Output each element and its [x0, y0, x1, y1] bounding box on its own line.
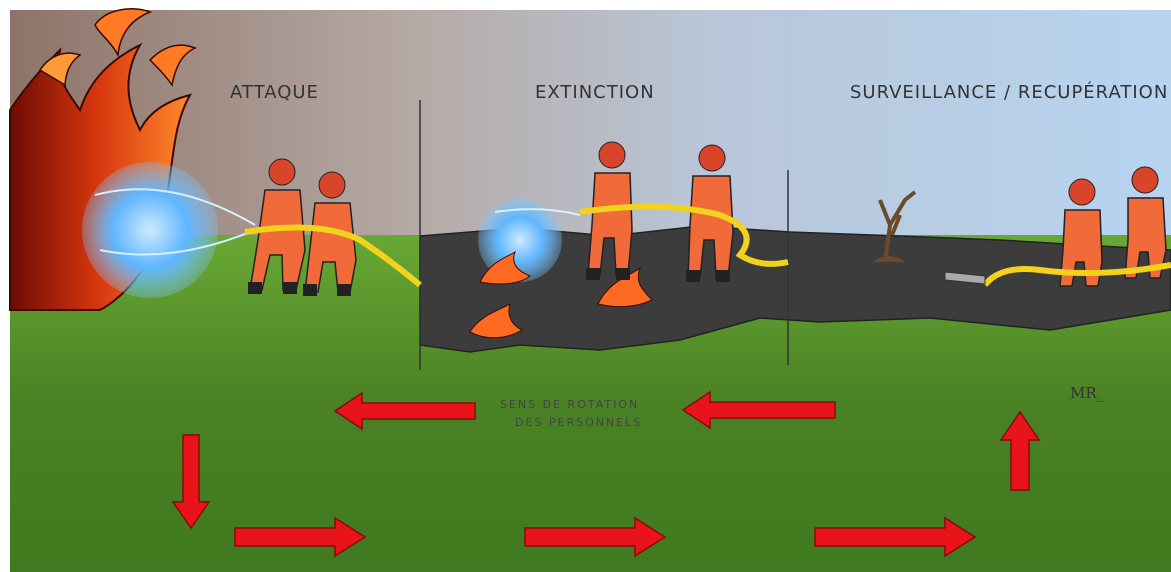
firefighter-icon	[248, 158, 306, 294]
arrow-left-icon	[681, 390, 836, 430]
firefighter-icon	[1059, 178, 1103, 287]
arrow-down-icon	[171, 434, 211, 530]
firefighter-icon	[303, 171, 357, 296]
arrow-right-icon	[524, 516, 667, 558]
image-border	[0, 0, 1171, 10]
arrow-up-icon	[999, 410, 1041, 491]
nozzle	[944, 271, 986, 285]
firefighter-icon	[586, 141, 633, 280]
rotation-caption-line2: DES PERSONNELS	[515, 416, 642, 429]
hose-icon	[579, 203, 789, 267]
rotation-caption-line1: SENS DE ROTATION	[500, 398, 639, 411]
phase-label-extinction: EXTINCTION	[535, 82, 655, 103]
arrow-right-icon	[234, 516, 367, 558]
arrow-right-icon	[814, 516, 977, 558]
fire-icon	[469, 250, 653, 339]
firefighter-icon	[1124, 166, 1167, 279]
hose-icon	[244, 224, 422, 288]
dead-tree-icon	[872, 190, 917, 263]
hose-icon	[982, 262, 1171, 287]
water-jet-icon	[82, 162, 256, 298]
image-border	[0, 0, 10, 572]
phase-label-attaque: ATTAQUE	[230, 82, 319, 103]
phase-label-surveillance: SURVEILLANCE / RECUPÉRATION	[850, 81, 1168, 103]
arrow-left-icon	[333, 391, 476, 431]
signature: MR_	[1070, 384, 1105, 402]
firefighter-icon	[686, 144, 734, 282]
